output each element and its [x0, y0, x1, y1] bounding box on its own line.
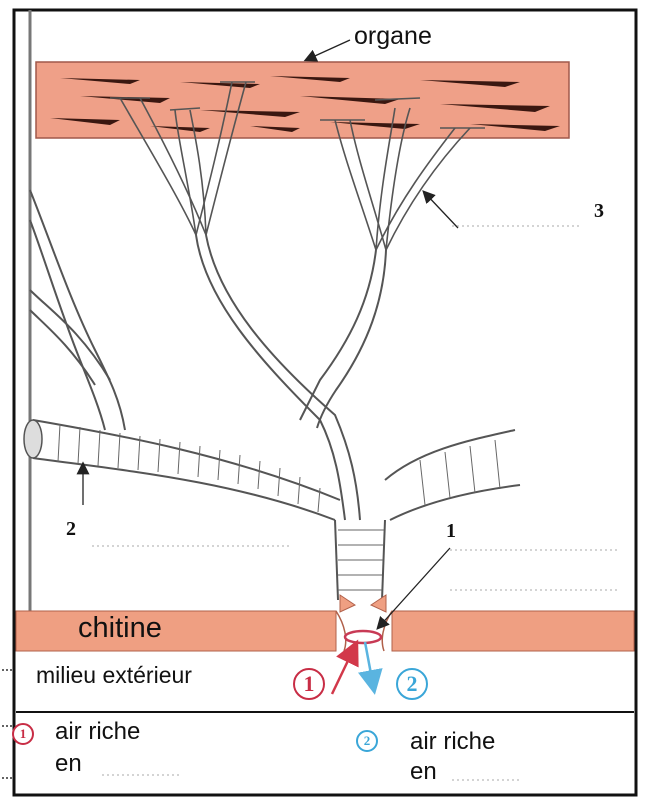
margin-dots	[2, 669, 12, 779]
trachea-cut-end	[24, 420, 42, 458]
chitine-label: chitine	[78, 612, 162, 645]
legend-1-marker: 1	[12, 723, 34, 745]
number-label-1: 1	[446, 520, 456, 543]
legend-1-text: air riche	[55, 718, 140, 746]
legend-2-text: air riche	[410, 728, 495, 756]
air-in-marker: 1	[293, 668, 325, 700]
organe-label: organe	[354, 22, 432, 51]
organ-tissue	[36, 62, 569, 138]
legend-2-text-line2: en	[410, 758, 437, 786]
number-label-3: 3	[594, 200, 604, 223]
legend-2-marker: 2	[356, 730, 378, 752]
number-label-2: 2	[66, 518, 76, 541]
milieu-exterieur-label: milieu extérieur	[36, 662, 192, 689]
stigma-opening	[345, 631, 381, 643]
legend-1-text-line2: en	[55, 750, 82, 778]
air-out-marker: 2	[396, 668, 428, 700]
